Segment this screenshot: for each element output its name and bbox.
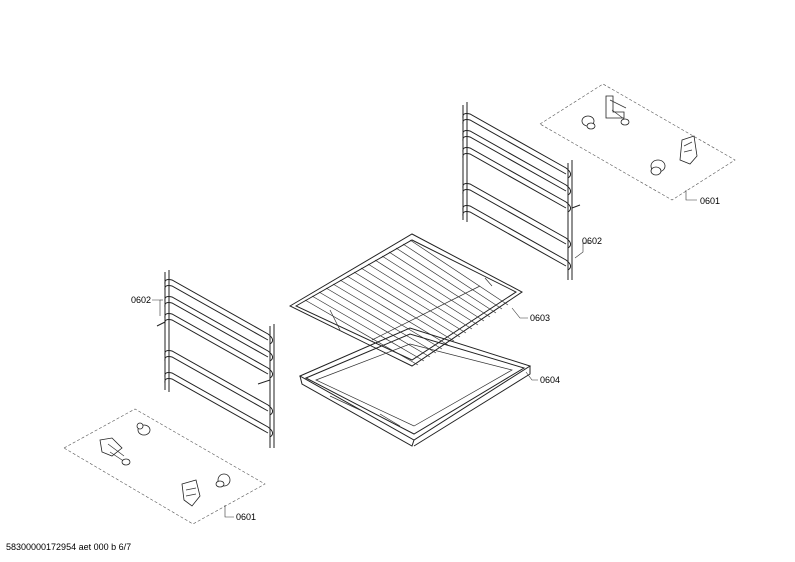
- document-footer-code: 58300000172954 aet 000 b 6/7: [6, 542, 132, 552]
- bracket-part-bottom: [99, 437, 131, 466]
- wire-grid-shelf: 0603: [288, 233, 550, 367]
- callout-0602-right: 0602: [582, 236, 602, 246]
- clip-part-bottom: [181, 479, 201, 507]
- kit-outline-bottom-left: [63, 408, 266, 525]
- clip-kit-bottom-left: 0601: [63, 408, 266, 525]
- knob-part-bottom-right: [215, 473, 231, 488]
- clip-part-top: [679, 135, 698, 165]
- callout-0603: 0603: [530, 313, 550, 323]
- knob-part-bottom-left: [136, 422, 151, 436]
- callout-0604: 0604: [540, 375, 560, 385]
- baking-tray: 0604: [298, 327, 560, 447]
- knob-part-top-right: [650, 159, 666, 176]
- grid-wires: [304, 239, 509, 366]
- bracket-part-top: [605, 95, 630, 126]
- kit-outline-top-right: [539, 83, 736, 201]
- clip-kit-top-right: 0601: [539, 83, 736, 206]
- knob-part-top-left: [581, 115, 596, 130]
- side-rack-left: 0602: [131, 270, 275, 448]
- side-rack-right: 0602: [462, 102, 602, 280]
- callout-0602-left: 0602: [131, 295, 151, 305]
- callout-0601-top: 0601: [700, 196, 720, 206]
- callout-0601-bottom: 0601: [236, 512, 256, 522]
